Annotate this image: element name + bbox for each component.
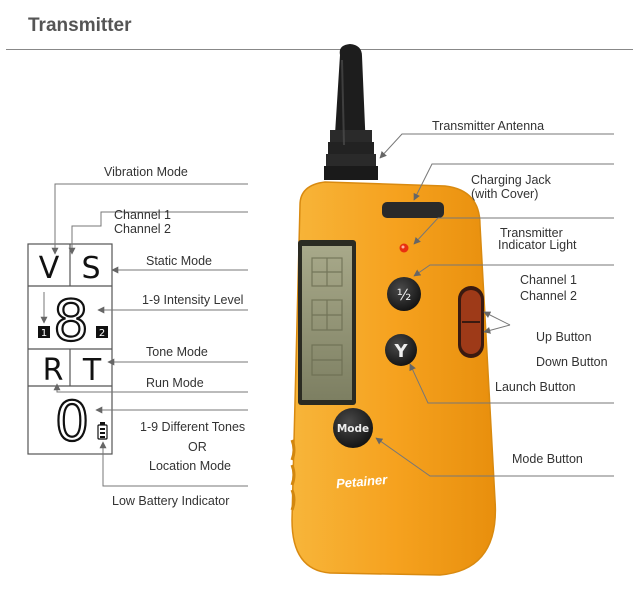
label-channel-2: Channel 2 <box>114 222 171 236</box>
channel-button-label: ½ <box>397 286 412 304</box>
page-title: Transmitter <box>28 15 132 36</box>
channel-button[interactable]: ½ <box>387 277 421 311</box>
lcd-letter-s: S <box>81 251 100 286</box>
label-low-battery: Low Battery Indicator <box>112 494 230 508</box>
launch-button[interactable]: Y <box>385 334 417 366</box>
callout-lines <box>40 133 614 487</box>
label-charging-jack-cover: (with Cover) <box>471 187 539 201</box>
device-lcd-screen <box>298 240 356 405</box>
lcd-digit-bottom: 0 <box>55 390 89 453</box>
lcd-channel-badge-2: 2 <box>99 328 105 339</box>
lcd-channel-badge-1: 1 <box>41 328 47 339</box>
label-tone-mode: Tone Mode <box>146 345 208 359</box>
label-charging-jack: Charging Jack <box>471 173 551 187</box>
label-location-mode: Location Mode <box>149 459 232 473</box>
label-launch-button: Launch Button <box>495 380 576 394</box>
label-run-mode: Run Mode <box>146 376 204 390</box>
antenna <box>324 44 378 180</box>
lcd-letter-r: R <box>43 353 64 388</box>
label-intensity-level: 1-9 Intensity Level <box>142 293 244 307</box>
label-or: OR <box>188 440 207 454</box>
label-indicator-light-2: Indicator Light <box>498 238 577 252</box>
label-antenna: Transmitter Antenna <box>432 119 545 133</box>
label-side-channel-1: Channel 1 <box>520 273 577 287</box>
label-up-button: Up Button <box>536 330 592 344</box>
label-static-mode: Static Mode <box>146 254 213 268</box>
header-divider <box>6 49 633 50</box>
label-vibration-mode: Vibration Mode <box>104 165 188 179</box>
brand-logo: Petainer <box>335 472 388 491</box>
launch-button-label: Y <box>393 341 408 362</box>
charging-jack-cover[interactable] <box>382 202 444 218</box>
mode-button-label: Mode <box>337 423 369 435</box>
lcd-legend-grid: V S 8 1 2 R T 0 <box>27 243 113 455</box>
transmitter-device: ½ Y Mode Petainer <box>290 44 497 576</box>
mode-button[interactable]: Mode <box>333 408 373 448</box>
label-mode-button: Mode Button <box>512 452 583 466</box>
lcd-letter-t: T <box>82 353 102 388</box>
label-side-channel-2: Channel 2 <box>520 289 577 303</box>
up-down-rocker[interactable] <box>458 286 484 358</box>
label-indicator-light-1: Transmitter <box>500 226 563 240</box>
side-grip <box>290 439 296 511</box>
label-channel-1: Channel 1 <box>114 208 171 222</box>
lcd-digit-top: 8 <box>53 289 89 354</box>
label-different-tones: 1-9 Different Tones <box>140 420 246 434</box>
battery-icon <box>97 422 108 440</box>
label-down-button: Down Button <box>536 355 608 369</box>
lcd-letter-v: V <box>39 251 60 286</box>
